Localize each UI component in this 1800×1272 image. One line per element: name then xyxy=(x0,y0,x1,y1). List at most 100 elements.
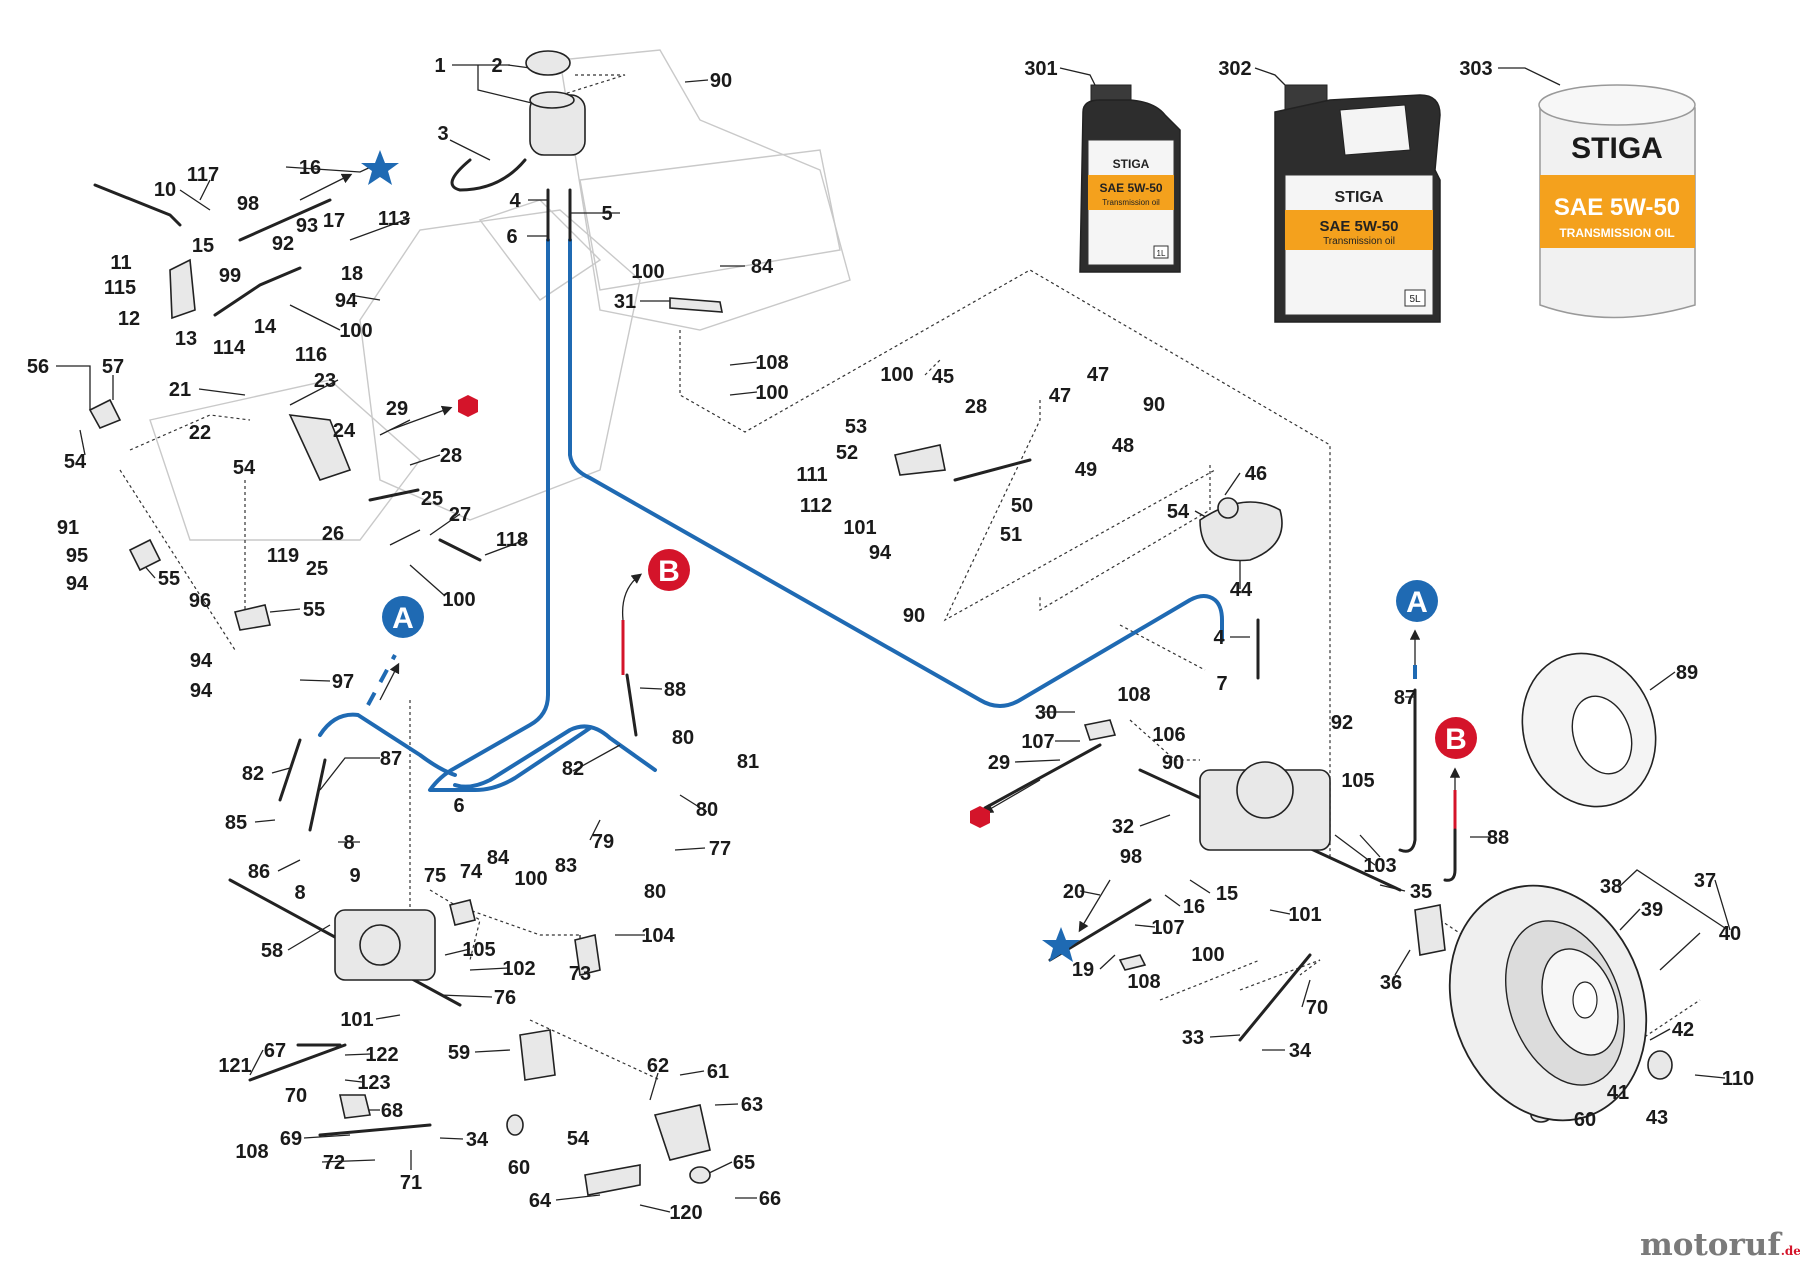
bottle-301-desc: Transmission oil xyxy=(1102,198,1160,207)
part-label-54: 54 xyxy=(567,1128,590,1150)
can-302-desc: Transmission oil xyxy=(1323,236,1395,247)
part-label-121: 121 xyxy=(218,1055,251,1077)
part-label-22: 22 xyxy=(189,422,211,444)
part-label-61: 61 xyxy=(707,1061,729,1083)
part-label-51: 51 xyxy=(1000,524,1022,546)
watermark-suffix: .de xyxy=(1781,1244,1800,1258)
hose-left-loop xyxy=(318,712,457,777)
marker-a-right xyxy=(1396,580,1438,622)
can-302-size: 5L xyxy=(1409,294,1421,305)
part-label-30: 30 xyxy=(1035,702,1057,724)
part-label-50: 50 xyxy=(1011,495,1033,517)
part-label-88: 88 xyxy=(1487,827,1509,849)
part-label-9: 9 xyxy=(349,865,360,887)
cylinder-87-left xyxy=(308,758,327,832)
part-label-15: 15 xyxy=(1216,883,1238,905)
mount-bracket-57 xyxy=(88,398,122,430)
part-label-101: 101 xyxy=(843,517,876,539)
part-label-1: 1 xyxy=(434,55,445,77)
part-label-98: 98 xyxy=(1120,846,1142,868)
part-label-95: 95 xyxy=(66,545,88,567)
part-label-3: 3 xyxy=(437,123,448,145)
svg-text:motoruf.de: motoruf.de xyxy=(1640,1227,1800,1263)
part-label-49: 49 xyxy=(1075,459,1097,481)
part-label-108: 108 xyxy=(1127,971,1160,993)
part-label-96: 96 xyxy=(189,590,211,612)
part-label-104: 104 xyxy=(641,925,675,947)
part-label-302: 302 xyxy=(1218,58,1251,80)
part-label-17: 17 xyxy=(323,210,345,232)
part-label-105: 105 xyxy=(1341,770,1374,792)
star-marker-left xyxy=(361,150,399,185)
part-label-87: 87 xyxy=(1394,687,1416,709)
hose-left-return xyxy=(453,724,657,789)
part-label-80: 80 xyxy=(696,799,718,821)
part-label-70: 70 xyxy=(1306,997,1328,1019)
small-parts xyxy=(88,50,1673,1196)
part-label-108: 108 xyxy=(235,1141,268,1163)
marker-b-right-label: B xyxy=(1445,723,1467,756)
part-label-105: 105 xyxy=(462,939,495,961)
part-label-90: 90 xyxy=(903,605,925,627)
part-label-43: 43 xyxy=(1646,1107,1668,1129)
oil-can-302: STIGA SAE 5W-50 Transmission oil 5L xyxy=(1274,84,1441,323)
part-label-35: 35 xyxy=(1410,881,1432,903)
part-label-76: 76 xyxy=(494,987,516,1009)
marker-b-right xyxy=(1435,717,1477,759)
part-label-14: 14 xyxy=(254,316,277,338)
part-label-32: 32 xyxy=(1112,816,1134,838)
part-label-47: 47 xyxy=(1049,385,1071,407)
marker-b-left-label: B xyxy=(658,555,680,588)
part-label-84: 84 xyxy=(487,847,510,869)
part-label-16: 16 xyxy=(1183,896,1205,918)
part-label-60: 60 xyxy=(1574,1109,1596,1131)
part-label-28: 28 xyxy=(440,445,462,467)
part-label-114: 114 xyxy=(213,337,246,359)
part-label-45: 45 xyxy=(932,366,954,388)
part-label-107: 107 xyxy=(1021,731,1054,753)
part-label-54: 54 xyxy=(1167,501,1190,523)
pointer-arrows xyxy=(299,173,1461,933)
part-label-81: 81 xyxy=(737,751,759,773)
part-label-94: 94 xyxy=(869,542,892,564)
part-label-39: 39 xyxy=(1641,899,1663,921)
part-label-112: 112 xyxy=(800,495,832,517)
left-pedal-link-rod xyxy=(93,183,182,227)
part-label-82: 82 xyxy=(242,763,264,785)
part-label-12: 12 xyxy=(118,308,140,330)
part-label-83: 83 xyxy=(555,855,577,877)
chassis-ghost-outline xyxy=(149,49,851,541)
part-label-19: 19 xyxy=(1072,959,1094,981)
part-label-82: 82 xyxy=(562,758,584,780)
part-label-107: 107 xyxy=(1151,917,1184,939)
part-label-102: 102 xyxy=(502,958,535,980)
part-label-73: 73 xyxy=(569,963,591,985)
part-label-94: 94 xyxy=(190,680,213,702)
part-label-70: 70 xyxy=(285,1085,307,1107)
part-label-100: 100 xyxy=(631,261,664,283)
part-label-301: 301 xyxy=(1024,58,1057,80)
part-label-34: 34 xyxy=(1289,1040,1312,1062)
part-label-65: 65 xyxy=(733,1152,755,1174)
part-label-93: 93 xyxy=(296,215,318,237)
part-label-88: 88 xyxy=(664,679,686,701)
part-label-92: 92 xyxy=(1331,712,1353,734)
part-label-27: 27 xyxy=(449,504,471,526)
part-label-74: 74 xyxy=(460,861,483,883)
part-label-56: 56 xyxy=(27,356,49,378)
part-label-94: 94 xyxy=(66,573,89,595)
cable-29-right xyxy=(983,743,1102,810)
part-label-98: 98 xyxy=(237,193,259,215)
part-label-99: 99 xyxy=(219,265,241,287)
drum-303-grade: SAE 5W-50 xyxy=(1554,194,1680,221)
part-label-63: 63 xyxy=(741,1094,763,1116)
part-label-8: 8 xyxy=(294,882,305,904)
part-label-42: 42 xyxy=(1672,1019,1694,1041)
watermark: motoruf.de xyxy=(1640,1227,1800,1263)
bottle-301-grade: SAE 5W-50 xyxy=(1099,181,1162,195)
rods-and-shafts xyxy=(93,183,1457,1137)
can-302-grade: SAE 5W-50 xyxy=(1320,218,1399,235)
part-label-85: 85 xyxy=(225,812,247,834)
part-label-4: 4 xyxy=(509,190,521,212)
